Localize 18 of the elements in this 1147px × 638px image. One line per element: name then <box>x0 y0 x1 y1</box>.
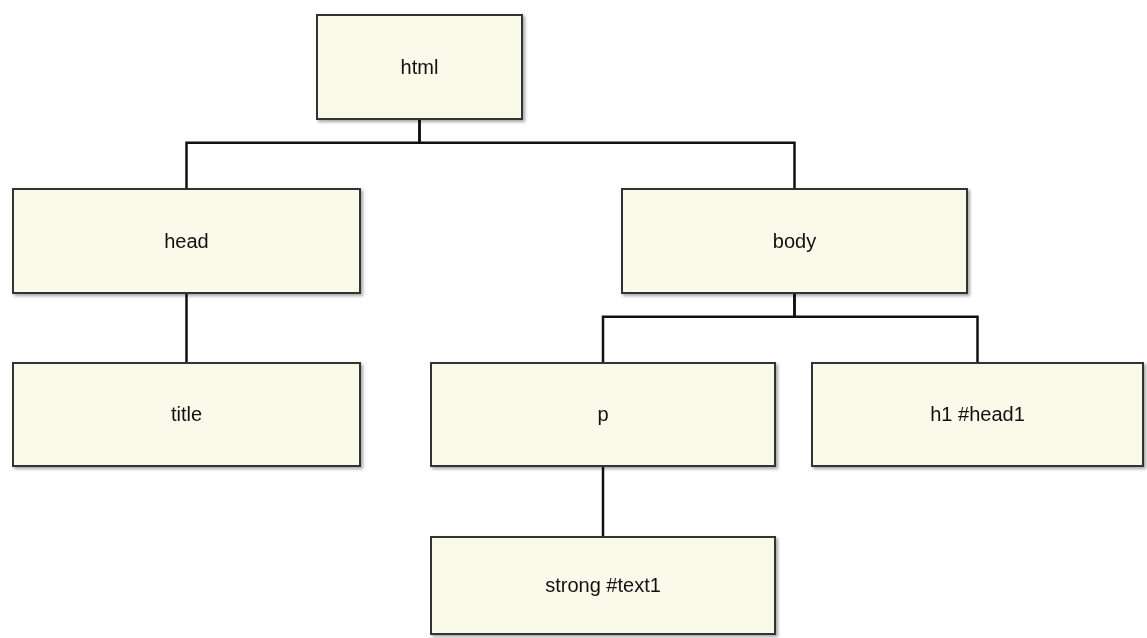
node-label: head <box>164 229 209 253</box>
node-label: title <box>170 403 203 426</box>
connector-line <box>185 294 188 362</box>
tree-node-box <box>811 362 1144 467</box>
tree-node-box <box>430 536 776 635</box>
node-label: html <box>400 55 439 79</box>
node-label: strong #text1 <box>545 574 661 597</box>
connector-line <box>601 467 605 536</box>
tree-node-box <box>12 362 361 467</box>
tree-node-box <box>12 188 361 294</box>
node-label: h1 #head1 <box>930 403 1025 426</box>
connector-line <box>418 120 796 188</box>
node-label: p <box>597 403 609 426</box>
tree-node-box <box>316 14 523 120</box>
node-label: body <box>772 229 817 253</box>
tree-node-box <box>621 188 968 294</box>
tree-node-box <box>430 362 776 467</box>
connector-line <box>793 294 979 362</box>
